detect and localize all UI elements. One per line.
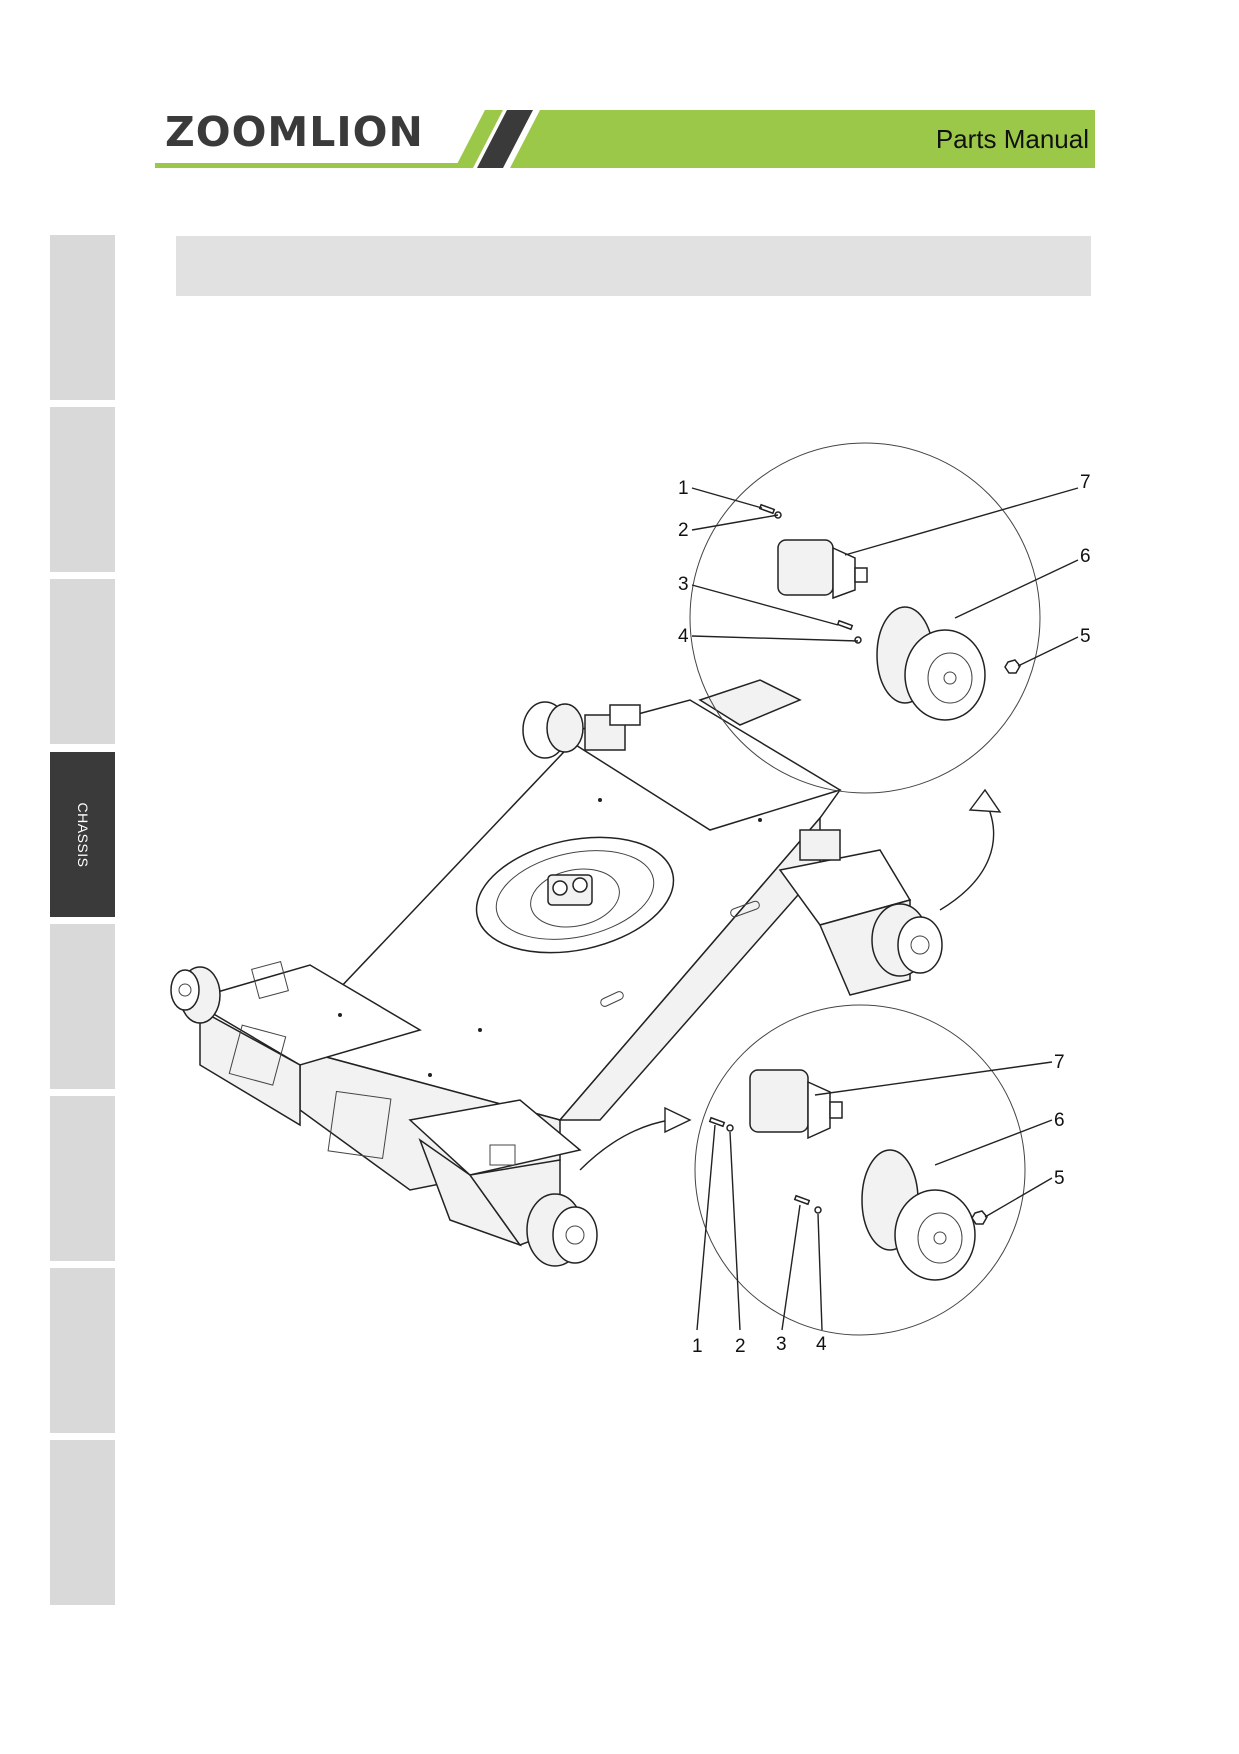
nut: [971, 1210, 988, 1225]
washer: [854, 636, 862, 644]
inspection-cover: [251, 961, 289, 999]
bolt: [708, 1116, 726, 1128]
drive-unit-right-upper: [799, 829, 943, 977]
side-tab-8[interactable]: [50, 1440, 115, 1605]
callout-number: 2: [678, 520, 689, 541]
bolt: [793, 1194, 811, 1206]
side-tab-5[interactable]: [50, 924, 115, 1089]
side-tab-3[interactable]: [50, 579, 115, 744]
drive-unit-right-lower: [526, 1193, 598, 1267]
hydraulic-motor: [749, 1069, 843, 1140]
drive-unit-rear-top: [522, 701, 641, 759]
washer: [726, 1124, 734, 1132]
side-tab-chassis[interactable]: CHASSIS: [50, 752, 115, 917]
callout-number: 4: [816, 1334, 827, 1355]
detail-circle-top: 1 2 3 4 5 6 7: [678, 442, 1091, 794]
nut: [1004, 659, 1021, 674]
inspection-cover: [327, 1090, 392, 1160]
header-green-slash: [455, 110, 503, 168]
travel-reducer: [876, 606, 986, 721]
callout-number: 3: [776, 1334, 787, 1355]
bolt: [836, 619, 854, 631]
callout-number: 6: [1054, 1110, 1065, 1131]
callout-number: 6: [1080, 546, 1091, 567]
header-green-band: [510, 110, 1095, 168]
brand-logo: ZOOMLION: [165, 108, 424, 156]
detail-circle-bottom: 1 2 3 4 5 6 7: [692, 1004, 1065, 1357]
washer: [814, 1206, 822, 1214]
arrow-to-bottom-detail: [579, 1119, 671, 1171]
inspection-cover: [489, 1144, 516, 1166]
header-dark-slash: [477, 110, 533, 168]
drive-unit-left: [170, 966, 221, 1024]
arrow-to-top-detail: [939, 799, 995, 911]
callout-number: 4: [678, 626, 689, 647]
header-green-underline: [155, 163, 465, 168]
bolt: [758, 503, 776, 515]
chassis-frame: [188, 679, 912, 1247]
hydraulic-motor: [777, 539, 868, 600]
callout-number: 2: [735, 1336, 746, 1357]
travel-reducer: [861, 1149, 976, 1281]
callout-number: 5: [1080, 626, 1091, 647]
callout-number: 5: [1054, 1168, 1065, 1189]
callout-number: 3: [678, 574, 689, 595]
callout-number: 1: [692, 1336, 703, 1357]
side-tab-6[interactable]: [50, 1096, 115, 1261]
callout-number: 7: [1054, 1052, 1065, 1073]
side-tab-7[interactable]: [50, 1268, 115, 1433]
header-banner: [155, 110, 1095, 168]
side-tab-2[interactable]: [50, 407, 115, 572]
page-title: Parts Manual: [935, 124, 1089, 154]
callout-number: 1: [678, 478, 689, 499]
inspection-cover: [228, 1024, 287, 1086]
section-title-bar: [176, 236, 1091, 296]
side-tab-1[interactable]: [50, 235, 115, 400]
slewing-ring: [475, 836, 675, 954]
callout-number: 7: [1080, 472, 1091, 493]
